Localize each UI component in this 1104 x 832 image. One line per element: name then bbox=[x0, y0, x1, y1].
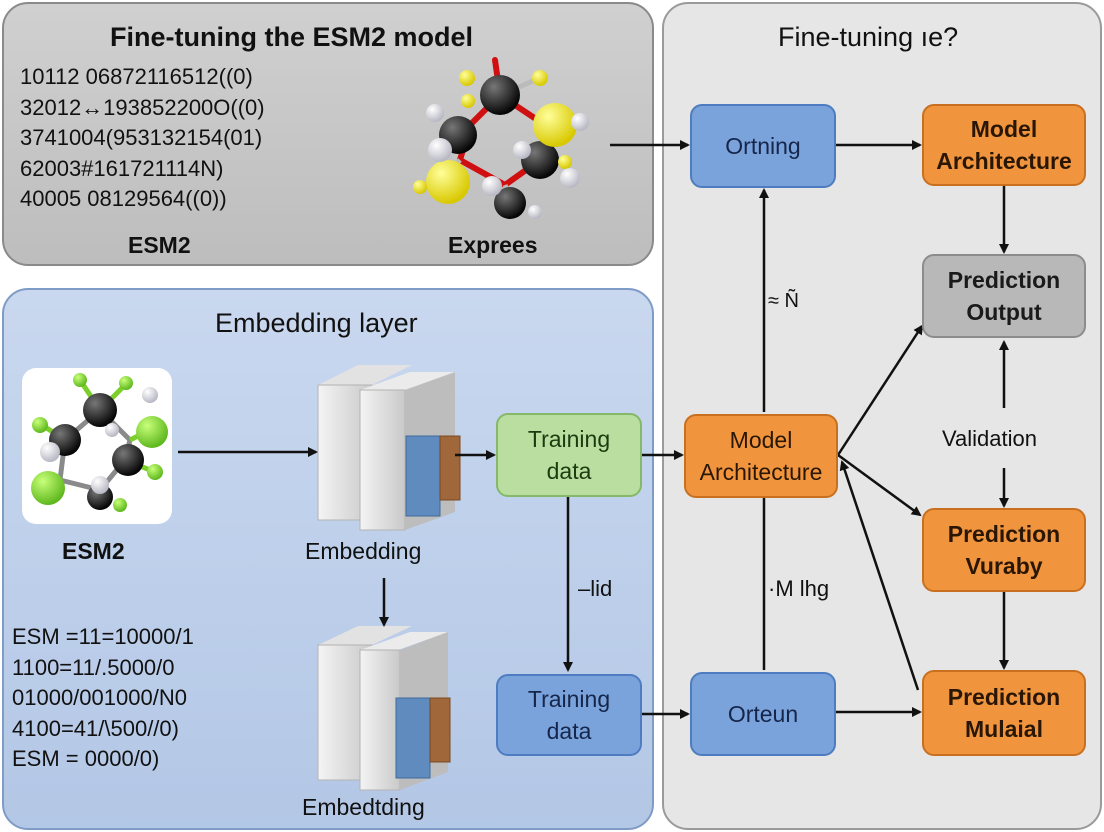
embed-seq-line: ESM = 0000/0) bbox=[12, 746, 160, 771]
molecule-embedding-icon bbox=[31, 373, 168, 512]
prediction-vuraby-box: Prediction Vuraby bbox=[922, 508, 1086, 592]
molecule-caption: ESM2 bbox=[62, 538, 125, 564]
arrow-label-lower: ·M lhg bbox=[768, 576, 830, 601]
validation-label: Validation bbox=[942, 426, 1037, 451]
embedding-block-bottom-icon bbox=[317, 626, 451, 791]
embedding-panel-title: Embedding layer bbox=[215, 308, 418, 338]
top-left-caption: ESM2 bbox=[128, 232, 191, 258]
arrow-label-upper: ≈ Ñ bbox=[768, 290, 799, 312]
model-architecture-center-box: Model Architecture bbox=[684, 414, 838, 498]
top-sequence-block: 10112 06872116512((0) 32012↔193852200O((0… bbox=[20, 62, 265, 215]
embedding-caption-bottom: Embedtding bbox=[302, 794, 425, 820]
embedding-caption-top: Embedding bbox=[305, 538, 422, 564]
flow-arrows bbox=[178, 140, 1009, 719]
embed-seq-line: ESM =11=10000/1 bbox=[12, 624, 194, 649]
embedding-block-top-icon bbox=[317, 365, 461, 531]
top-seq-line: 3741004(953132154(01) bbox=[20, 125, 263, 150]
top-seq-line: 32012↔193852200O((0) bbox=[20, 94, 265, 120]
model-architecture-right-box: Model Architecture bbox=[922, 104, 1086, 186]
embed-seq-line: 01000/001000/N0 bbox=[12, 685, 187, 710]
training-data-green-box: Training data bbox=[496, 413, 642, 497]
embedding-sequence-block: ESM =11=10000/1 1100=11/.5000/0 01000/0010… bbox=[12, 622, 194, 775]
molecule-top-icon bbox=[413, 57, 589, 219]
training-data-blue-box: Training data bbox=[496, 674, 642, 756]
top-right-caption: Exprees bbox=[448, 232, 538, 258]
embed-seq-line: 4100=41/\500//0) bbox=[12, 715, 179, 741]
top-panel-title: Fine-tuning the ESM2 model bbox=[110, 22, 473, 52]
right-panel-title: Fine-tuning ıe? bbox=[778, 22, 959, 52]
prediction-output-box: Prediction Output bbox=[922, 254, 1086, 338]
prediction-mulaial-box: Prediction Mulaial bbox=[922, 670, 1086, 756]
top-seq-line: 40005 08129564((0)) bbox=[20, 186, 227, 211]
top-seq-line: 62003#161721114N) bbox=[20, 155, 224, 181]
arrow-label-lid: –lid bbox=[578, 576, 613, 601]
ortning-box: Ortning bbox=[690, 104, 836, 188]
embed-seq-line: 1100=11/.5000/0 bbox=[12, 654, 175, 680]
top-seq-line: 10112 06872116512((0) bbox=[20, 64, 253, 89]
orteun-box: Orteun bbox=[690, 672, 836, 756]
